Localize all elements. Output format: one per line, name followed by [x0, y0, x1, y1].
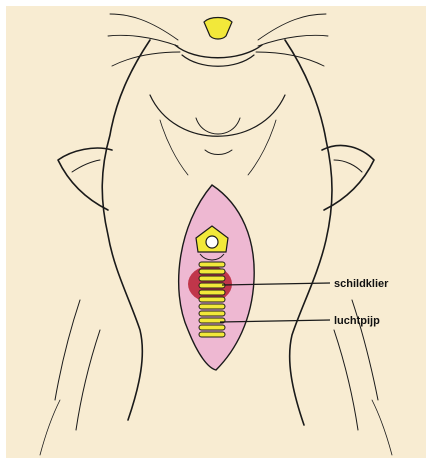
trachea-ring — [199, 311, 225, 316]
label-trachea: luchtpijp — [334, 315, 380, 327]
trachea-ring — [199, 262, 225, 267]
trachea-ring — [199, 269, 225, 274]
trachea-ring — [199, 290, 225, 295]
trachea-ring — [199, 283, 225, 288]
trachea-ring — [199, 297, 225, 302]
trachea-ring — [199, 276, 225, 281]
trachea-ring — [199, 304, 225, 309]
trachea-ring — [199, 325, 225, 330]
trachea-ring — [199, 332, 225, 337]
trachea — [199, 262, 225, 337]
label-thyroid: schildklier — [334, 278, 389, 290]
